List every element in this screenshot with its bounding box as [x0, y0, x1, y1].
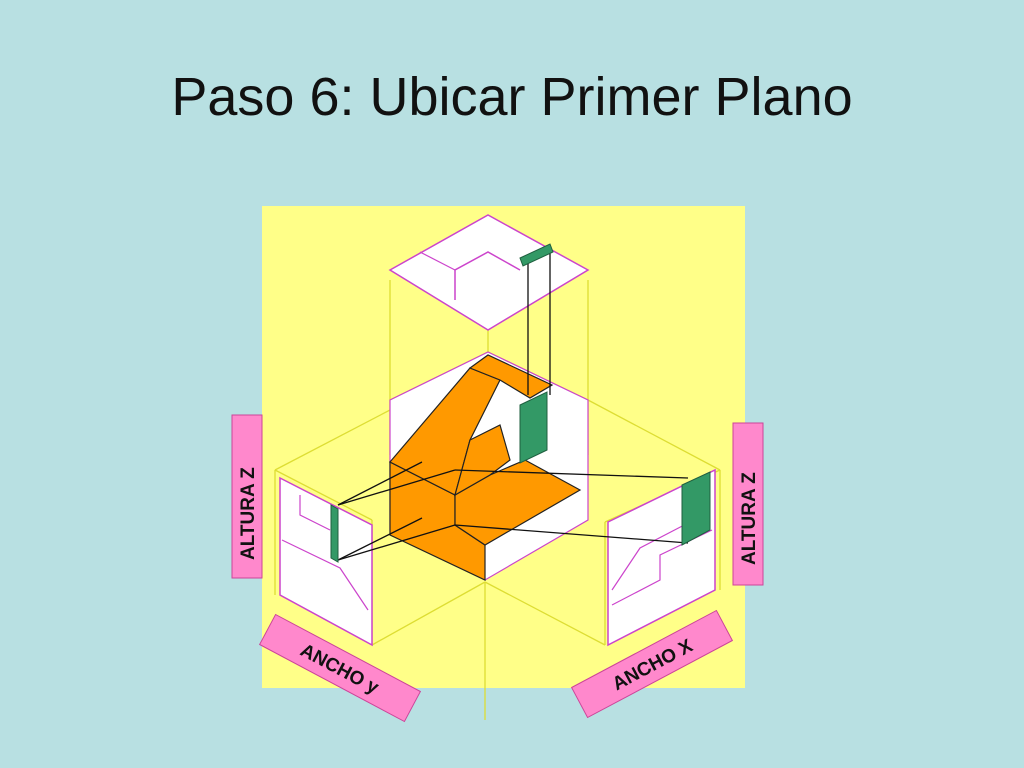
- solid-top-face: [468, 354, 554, 399]
- label-altura-right-text: ALTURA Z: [739, 472, 760, 565]
- left-view: [279, 476, 373, 647]
- top-view: [388, 214, 590, 331]
- primer-plano: [330, 243, 711, 563]
- label-altura-left: ALTURA Z: [231, 414, 263, 579]
- primer-plano-left: [330, 504, 339, 563]
- label-altura-left-text: ALTURA Z: [238, 467, 259, 560]
- isometric-solid: [389, 354, 582, 581]
- primer-plano-solid: [519, 391, 548, 464]
- projection-lines: [337, 252, 689, 561]
- solid-inner-face: [454, 424, 511, 497]
- primer-plano-right: [681, 471, 711, 546]
- label-altura-right: ALTURA Z: [732, 422, 764, 586]
- solid-slanted-face: [389, 367, 501, 496]
- slide-title: Paso 6: Ubicar Primer Plano: [171, 67, 853, 127]
- primer-plano-top: [519, 243, 554, 267]
